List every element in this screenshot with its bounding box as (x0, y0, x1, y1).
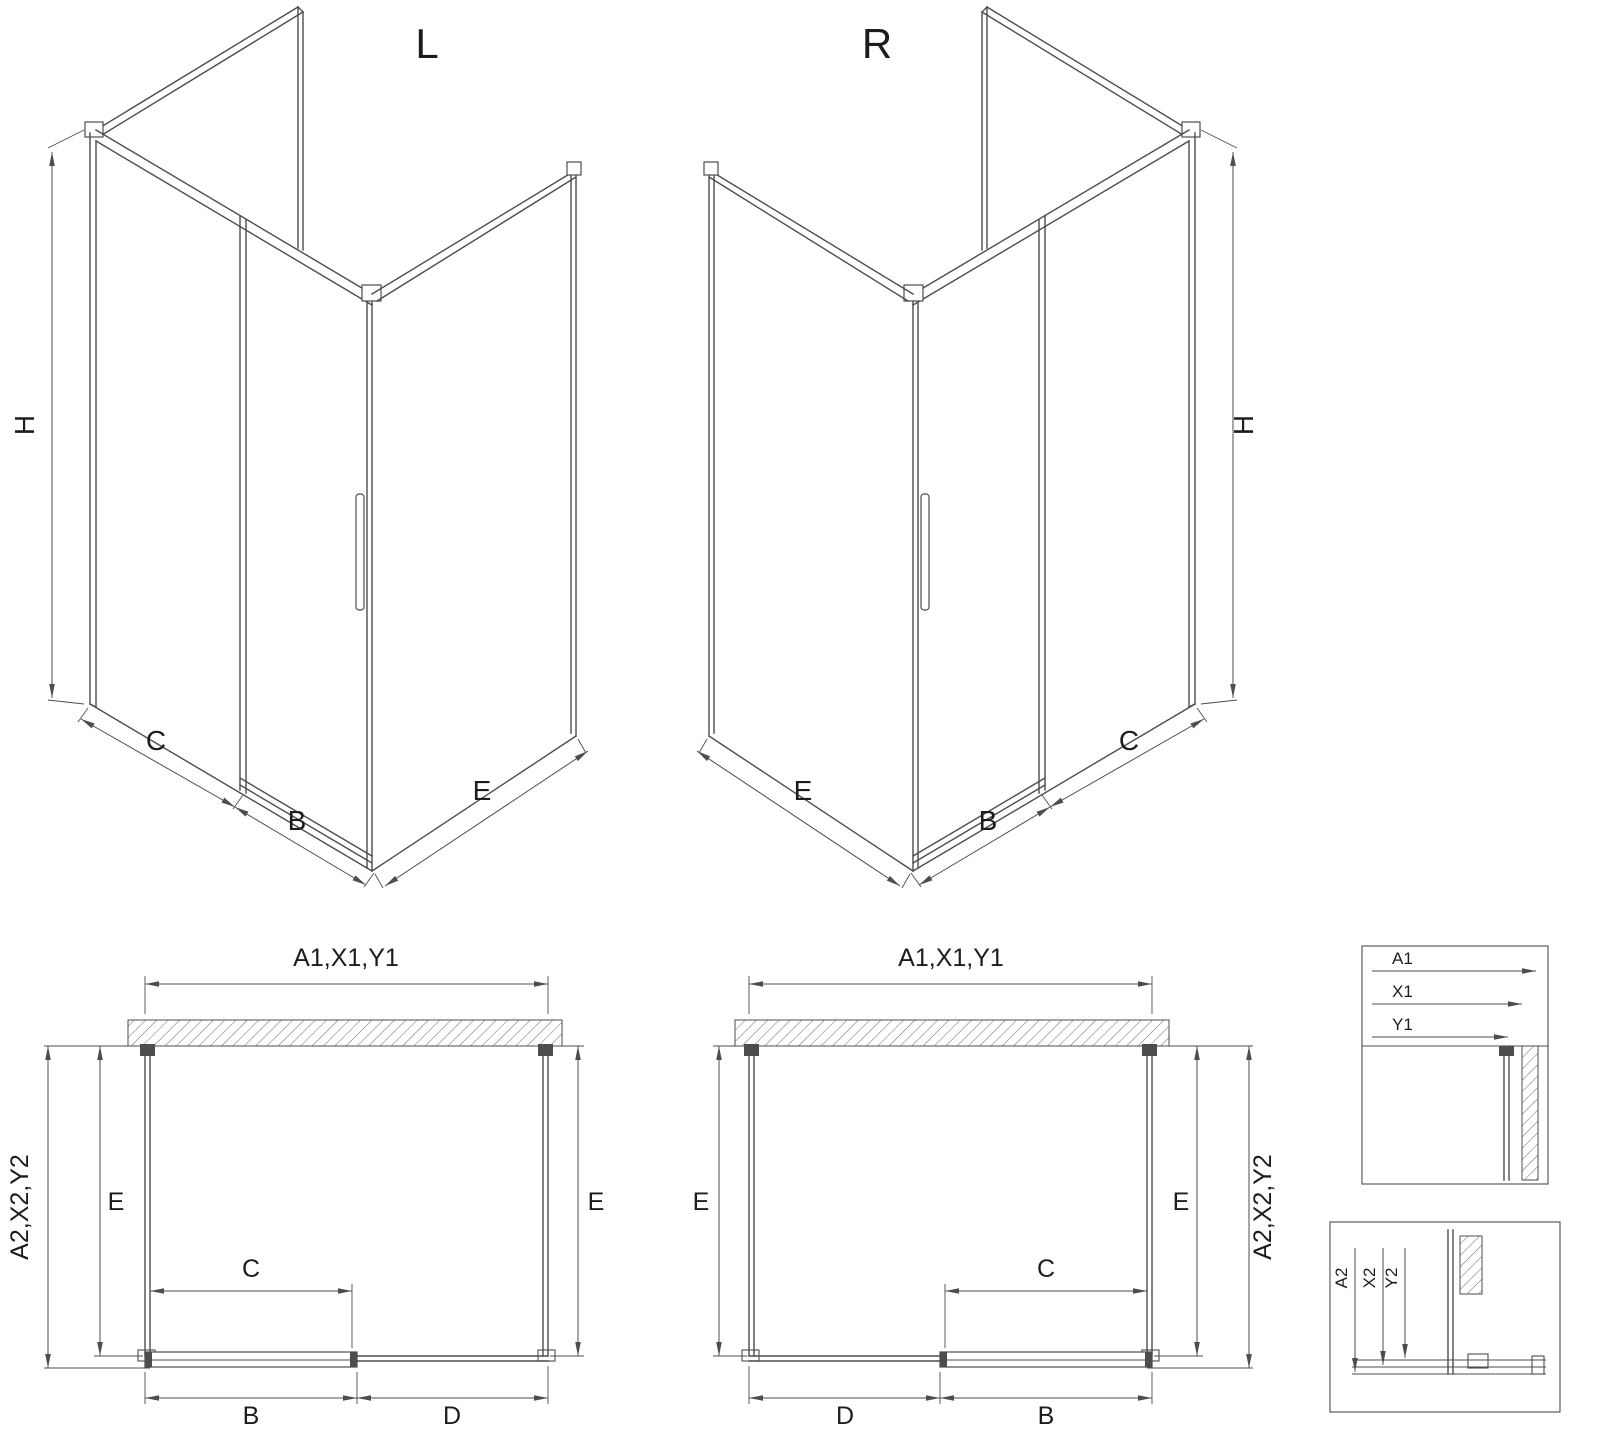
detail-top-dim-x1-label: X1 (1392, 982, 1413, 1001)
plan-right-dim-depth-label: A2,X2,Y2 (1249, 1154, 1277, 1260)
plan-right-side-panel-right (1141, 1044, 1160, 1362)
detail-top-glass (1499, 1045, 1514, 1181)
iso-right-dim-e-label: E (794, 775, 813, 806)
iso-left-dim-c-label: C (146, 725, 166, 756)
iso-right-view: R (696, 6, 1259, 889)
plan-right-sliding-door (939, 1351, 1153, 1368)
iso-right-wall-bracket-right (1181, 121, 1201, 138)
plan-right-wall (734, 1019, 1170, 1047)
plan-right-dim-e-right-label: E (1173, 1188, 1190, 1216)
detail-bottom-dim-y2-label: Y2 (1382, 1268, 1401, 1289)
iso-left-dim-e-label: E (473, 775, 492, 806)
iso-right-dim-side: E (696, 738, 911, 889)
plan-left-dim-width-label: A1,X1,Y1 (293, 944, 399, 972)
plan-left-dim-b-label: B (243, 1402, 260, 1430)
plan-left-dim-depth-right: E (550, 1045, 605, 1357)
plan-right-side-panel-left (741, 1044, 760, 1362)
iso-right-title: R (862, 20, 892, 67)
iso-right-dim-c-label: C (1119, 725, 1139, 756)
plan-right-dim-depth-left: E (693, 1045, 747, 1357)
iso-left-dim-b-label: B (288, 805, 307, 836)
plan-right-dim-b-label: B (1038, 1402, 1055, 1430)
iso-left-wall-bracket-left (84, 121, 104, 138)
iso-left-top-rail (95, 129, 373, 306)
plan-left-side-panel-right (537, 1044, 556, 1362)
iso-left-dim-side: E (374, 738, 589, 889)
detail-bottom-frame (1329, 1221, 1561, 1413)
plan-left-side-panel-left (137, 1044, 156, 1362)
plan-left-dim-d-label: D (443, 1402, 461, 1430)
iso-right-side-panel (708, 169, 914, 872)
detail-bottom-dim-a2-label: A2 (1332, 1268, 1351, 1289)
detail-bottom-view: A2 X2 Y2 (1329, 1221, 1561, 1413)
iso-left-door-handle (355, 493, 365, 611)
iso-left-title: L (415, 20, 438, 67)
plan-left-front-fixed-panel (351, 1355, 549, 1362)
plan-right-dim-c-label: C (1037, 1255, 1055, 1283)
iso-right-dim-b-label: B (979, 805, 998, 836)
detail-top-view: A1 X1 Y1 (1361, 945, 1549, 1185)
iso-left-front-glass (89, 132, 373, 872)
plan-right-dim-width-label: A1,X1,Y1 (898, 944, 1004, 972)
plan-right-front-fixed-panel (748, 1355, 946, 1362)
plan-right-dim-d-label: D (836, 1402, 854, 1430)
detail-top-dim-a1-label: A1 (1392, 949, 1413, 968)
plan-left-dim-e-left-label: E (108, 1188, 125, 1216)
iso-left-side-panel (371, 169, 577, 872)
plan-right-dim-depth-inner: E (1154, 1045, 1253, 1357)
plan-right-dim-e-left-label: E (693, 1188, 710, 1216)
plan-right-dim-width: A1,X1,Y1 (748, 944, 1153, 1014)
detail-top-wall-profile (1521, 1045, 1539, 1181)
plan-left-dim-e-right-label: E (588, 1188, 605, 1216)
plan-right-dim-bottom: D B (748, 1366, 1153, 1430)
iso-left-dim-height: H (9, 129, 85, 705)
iso-right-front-glass (912, 132, 1196, 872)
iso-right-top-rail (912, 129, 1190, 306)
iso-right-dim-height: H (1200, 129, 1259, 705)
detail-top-frame (1361, 945, 1549, 1185)
iso-left-wall-bracket-right (566, 161, 582, 176)
plan-left-dim-depth-label: A2,X2,Y2 (6, 1154, 34, 1260)
iso-right-corner-post (912, 293, 919, 872)
iso-left-back-panel (95, 6, 304, 251)
plan-left-dim-depth-inner: E (44, 1045, 143, 1357)
iso-right-dim-front: C B (910, 707, 1208, 888)
iso-right-corner-bracket (903, 284, 924, 302)
iso-right-back-panel (981, 6, 1190, 251)
plan-right-dim-opening: C (944, 1255, 1148, 1348)
plan-left-sliding-door (144, 1351, 358, 1368)
detail-bottom-dim-x2-label: X2 (1360, 1268, 1379, 1289)
detail-bottom-glass (1447, 1229, 1454, 1375)
detail-bottom-wall-profile (1459, 1235, 1483, 1295)
iso-right-door-handle (920, 493, 930, 611)
plan-left-dim-bottom: B D (144, 1366, 549, 1430)
iso-right-dim-h-label: H (1228, 415, 1259, 435)
plan-left-dim-c-label: C (242, 1255, 260, 1283)
plan-left-dim-opening: C (149, 1255, 353, 1348)
iso-left-corner-bracket (361, 284, 382, 302)
plan-right-dim-depth-overall: A2,X2,Y2 (1147, 1046, 1277, 1369)
iso-left-corner-post (366, 293, 373, 872)
detail-top-dim-y1-label: Y1 (1392, 1015, 1413, 1034)
plan-right-view: A1,X1,Y1 C (693, 944, 1277, 1430)
iso-left-view: L (9, 6, 589, 889)
iso-left-dim-h-label: H (9, 415, 40, 435)
detail-bottom-track (1352, 1353, 1546, 1375)
plan-left-view: A1,X1,Y1 C (6, 944, 604, 1430)
iso-left-dim-front: C B (77, 707, 375, 888)
iso-right-wall-bracket-left (703, 161, 719, 176)
plan-left-dim-width: A1,X1,Y1 (144, 944, 549, 1014)
plan-left-dim-depth-overall: A2,X2,Y2 (6, 1046, 150, 1369)
plan-left-wall (127, 1019, 563, 1047)
